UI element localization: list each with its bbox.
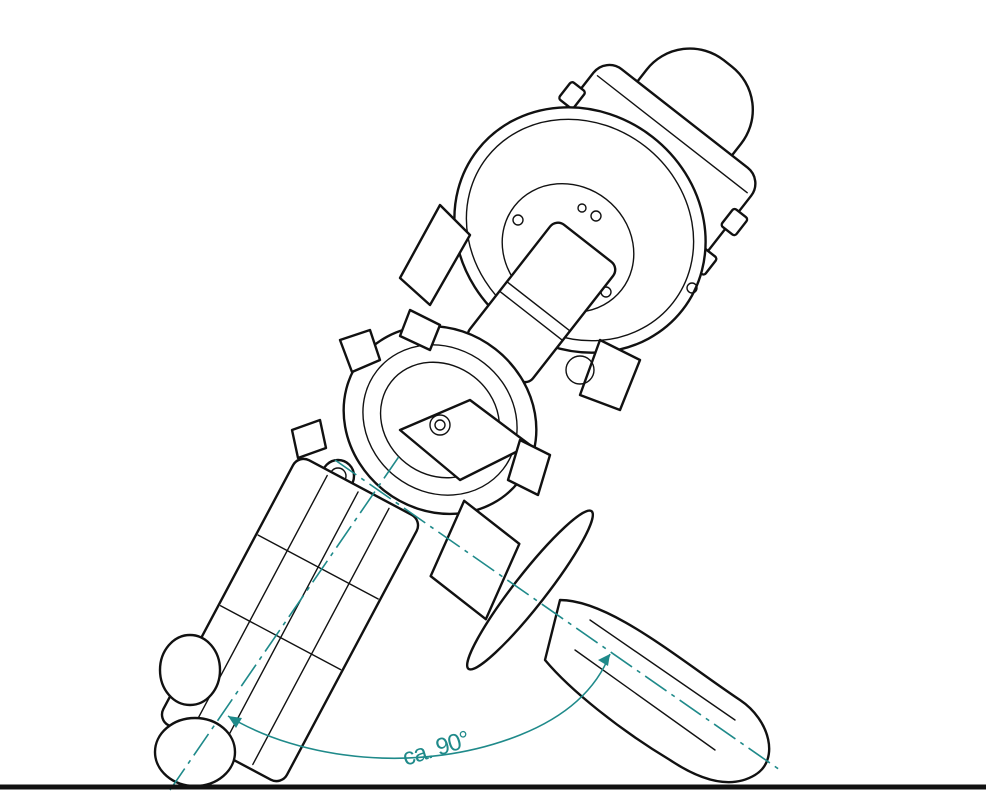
angle-label: ca. 90°	[399, 726, 472, 772]
hand-grip	[429, 499, 771, 784]
angle-arrowhead-right	[598, 654, 610, 666]
angle-arrowhead-left	[228, 716, 242, 728]
side-housing	[398, 203, 642, 412]
barrel-centerline	[169, 454, 401, 791]
nozzle-knob	[158, 633, 222, 707]
grip-centerline	[334, 459, 781, 771]
angle-arc	[227, 653, 611, 760]
nozzle-tip	[153, 716, 237, 788]
